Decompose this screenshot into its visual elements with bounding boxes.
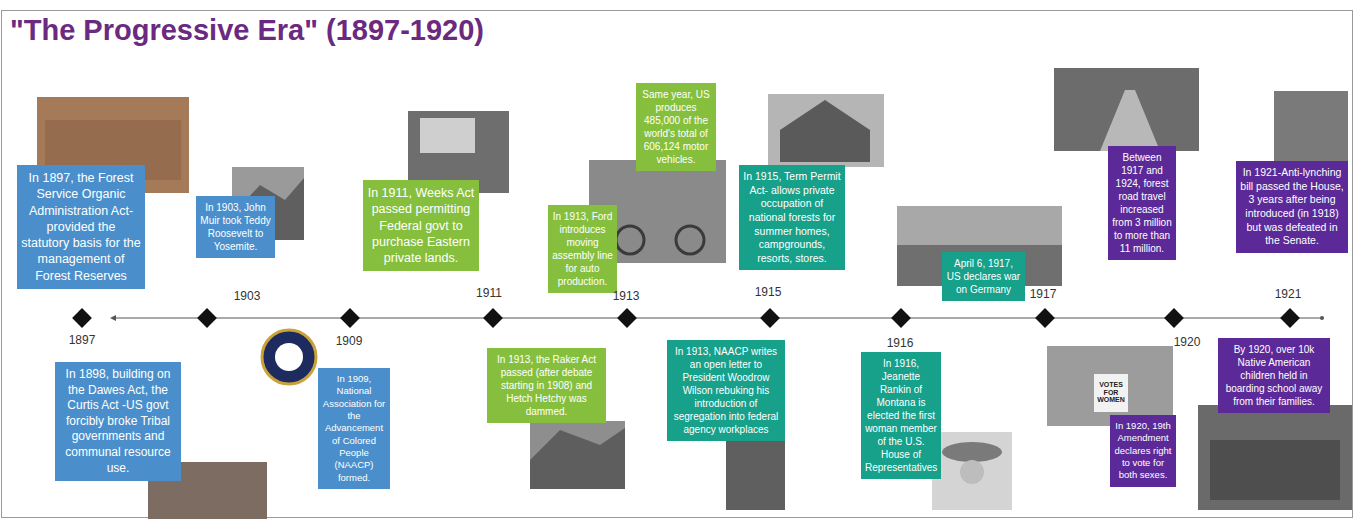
- year-diamond: [340, 308, 360, 328]
- year-diamond: [1035, 308, 1055, 328]
- year-label: 1920: [1174, 335, 1201, 349]
- frame: [2, 11, 1353, 518]
- year-diamond: [891, 308, 911, 328]
- photo-group: [37, 68, 1352, 519]
- event-text: In 1921-Anti-lynching bill passed the Ho…: [1240, 166, 1344, 248]
- event-box: In 1913, the Raker Act passed (after deb…: [487, 348, 606, 423]
- event-text: Same year, US produces 485,000 of the wo…: [640, 88, 712, 166]
- event-box: In 1898, building on the Dawes Act, the …: [55, 362, 181, 481]
- year-label: 1921: [1275, 287, 1302, 301]
- axis-arrowhead: [110, 315, 116, 321]
- year-label: 1913: [613, 289, 640, 303]
- event-text: By 1920, over 10k Native American childr…: [1222, 343, 1326, 408]
- year-label: 1916: [887, 336, 914, 350]
- event-text: In 1898, building on the Dawes Act, the …: [59, 367, 177, 476]
- year-diamond: [1164, 308, 1184, 328]
- event-text: In 1913, Ford introduces moving assembly…: [552, 210, 613, 288]
- photo-lynching-era: [1274, 91, 1348, 162]
- naacp-seal: [262, 330, 316, 384]
- photo-detail: [1100, 90, 1160, 151]
- event-box: In 1913, NAACP writes an open letter to …: [667, 340, 785, 441]
- event-box: In 1911, Weeks Act passed permitting Fed…: [363, 180, 479, 271]
- photo-sign: [1094, 374, 1128, 412]
- year-label: 1915: [755, 285, 782, 299]
- event-box: In 1909, National Association for the Ad…: [318, 368, 390, 489]
- photo-suffrage: [1047, 346, 1173, 426]
- event-box: In 1920, 19th Amendment declares right t…: [1110, 415, 1176, 487]
- event-text: In 1915, Term Permit Act- allows private…: [743, 170, 841, 265]
- event-text: In 1903, John Muir took Teddy Roosevelt …: [200, 201, 271, 253]
- event-text: In 1913, NAACP writes an open letter to …: [671, 345, 781, 436]
- year-diamond: [617, 308, 637, 328]
- year-label: 1909: [336, 334, 363, 348]
- photo-detail: [530, 428, 625, 489]
- event-text: In 1913, the Raker Act passed (after deb…: [491, 353, 602, 418]
- photo-detail: [960, 460, 984, 484]
- event-text: April 6, 1917, US declares war on German…: [946, 257, 1021, 296]
- page-title: "The Progressive Era" (1897-1920): [10, 14, 484, 47]
- photo-cabin: [768, 94, 884, 167]
- year-diamond: [760, 308, 780, 328]
- axis-end-dot: [1320, 316, 1324, 320]
- photo-detail: [420, 118, 475, 153]
- photo-detail: [676, 226, 704, 254]
- photo-hetch-hetchy: [530, 421, 625, 489]
- year-label: 1897: [69, 333, 96, 347]
- event-text: In 1897, the Forest Service Organic Admi…: [21, 170, 141, 284]
- naacp-seal: [275, 343, 303, 371]
- event-box: In 1897, the Forest Service Organic Admi…: [17, 165, 145, 289]
- photo-forest-road: [1054, 68, 1199, 151]
- event-text: Between 1917 and 1924, forest road trave…: [1112, 151, 1172, 255]
- photo-detail: [1210, 440, 1340, 500]
- photo-boarding-school: [1198, 405, 1352, 510]
- event-text: In 1916, Jeanette Rankin of Montana is e…: [865, 357, 937, 474]
- event-box: In 1913, Ford introduces moving assembly…: [548, 205, 617, 293]
- year-label: 1911: [476, 286, 502, 300]
- year-label: 1917: [1030, 287, 1057, 301]
- photo-detail: [942, 442, 1002, 462]
- event-box: Between 1917 and 1924, forest road trave…: [1108, 146, 1176, 260]
- event-box: April 6, 1917, US declares war on German…: [942, 252, 1025, 301]
- event-box: In 1903, John Muir took Teddy Roosevelt …: [196, 196, 275, 258]
- year-diamond: [72, 308, 92, 328]
- photo-detail: [616, 226, 644, 254]
- year-diamond: [483, 308, 503, 328]
- timeline-axis: [114, 318, 1322, 319]
- photo-rankin: [932, 432, 1012, 510]
- photo-wilson: [726, 430, 785, 510]
- year-diamond: [1280, 308, 1300, 328]
- event-text: In 1911, Weeks Act passed permitting Fed…: [367, 185, 475, 266]
- event-text: In 1909, National Association for the Ad…: [322, 373, 386, 484]
- event-text: In 1920, 19th Amendment declares right t…: [1114, 420, 1172, 482]
- photo-detail: [780, 100, 870, 162]
- timeline-markers: [72, 308, 1300, 328]
- event-box: In 1915, Term Permit Act- allows private…: [739, 165, 845, 270]
- year-diamond: [197, 308, 217, 328]
- event-box: In 1921-Anti-lynching bill passed the Ho…: [1236, 161, 1348, 253]
- year-label: 1903: [234, 289, 261, 303]
- event-box: By 1920, over 10k Native American childr…: [1218, 338, 1330, 413]
- event-box: In 1916, Jeanette Rankin of Montana is e…: [861, 352, 941, 479]
- event-box: Same year, US produces 485,000 of the wo…: [636, 83, 716, 171]
- sign-text: VOTES FOR WOMEN: [1095, 381, 1127, 404]
